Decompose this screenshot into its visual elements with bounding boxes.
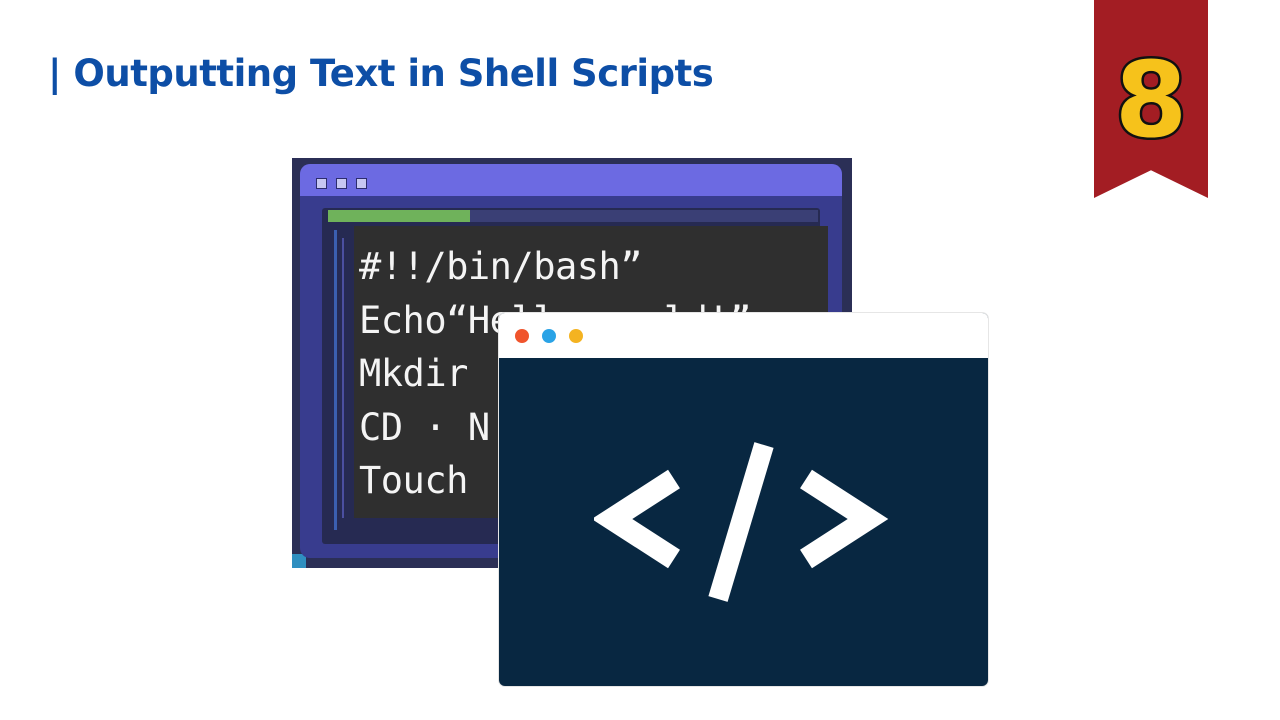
- editor-progress-bar: [328, 210, 818, 222]
- right-angle-bracket-icon: [800, 469, 889, 569]
- slash-icon: [708, 442, 774, 602]
- code-line: Mkdir: [359, 352, 468, 395]
- maximize-dot-icon: [569, 329, 583, 343]
- editor-progress-fill: [328, 210, 471, 222]
- editor-titlebar: [300, 164, 842, 196]
- code-brackets-icon: [594, 442, 889, 602]
- window-control-icon: [316, 178, 327, 189]
- code-window: [499, 313, 988, 686]
- editor-gutter-line: [342, 238, 344, 518]
- window-control-icon: [336, 178, 347, 189]
- episode-ribbon: [1094, 0, 1208, 198]
- minimize-dot-icon: [542, 329, 556, 343]
- editor-gutter: [334, 230, 337, 530]
- code-window-titlebar: [499, 313, 988, 358]
- episode-number: 8: [1112, 38, 1189, 163]
- window-control-icon: [356, 178, 367, 189]
- close-dot-icon: [515, 329, 529, 343]
- code-line: #!!/bin/bash”: [359, 245, 643, 288]
- page-title: | Outputting Text in Shell Scripts: [48, 52, 714, 95]
- code-line: CD · N: [359, 405, 490, 449]
- left-angle-bracket-icon: [594, 469, 680, 569]
- code-line: Touch: [359, 459, 468, 502]
- frame-corner: [292, 554, 306, 568]
